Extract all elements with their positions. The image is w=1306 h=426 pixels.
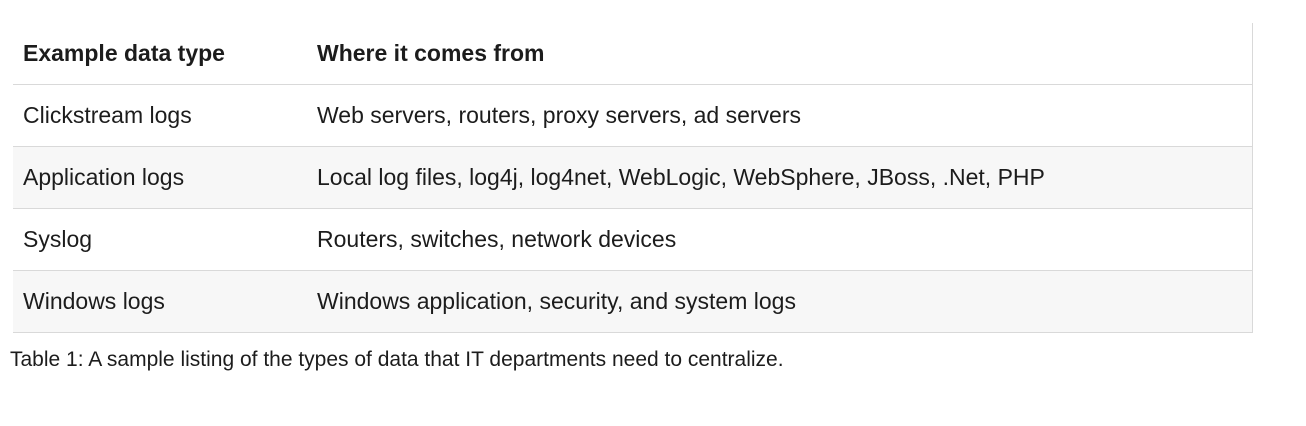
cell-data-type: Windows logs [13, 270, 307, 333]
cell-source: Local log files, log4j, log4net, WebLogi… [307, 146, 1253, 209]
table-row: Syslog Routers, switches, network device… [13, 208, 1253, 271]
cell-source: Web servers, routers, proxy servers, ad … [307, 84, 1253, 147]
table-row: Clickstream logs Web servers, routers, p… [13, 84, 1253, 147]
column-header-source: Where it comes from [307, 23, 1253, 85]
column-header-data-type: Example data type [13, 23, 307, 85]
data-types-table: Example data type Where it comes from Cl… [13, 23, 1253, 333]
table-row: Windows logs Windows application, securi… [13, 270, 1253, 333]
table-header-row: Example data type Where it comes from [13, 23, 1253, 85]
cell-data-type: Application logs [13, 146, 307, 209]
cell-data-type: Syslog [13, 208, 307, 271]
cell-source: Routers, switches, network devices [307, 208, 1253, 271]
table-row: Application logs Local log files, log4j,… [13, 146, 1253, 209]
document-page: Example data type Where it comes from Cl… [0, 23, 1306, 426]
table-caption: Table 1: A sample listing of the types o… [10, 348, 784, 371]
cell-data-type: Clickstream logs [13, 84, 307, 147]
cell-source: Windows application, security, and syste… [307, 270, 1253, 333]
